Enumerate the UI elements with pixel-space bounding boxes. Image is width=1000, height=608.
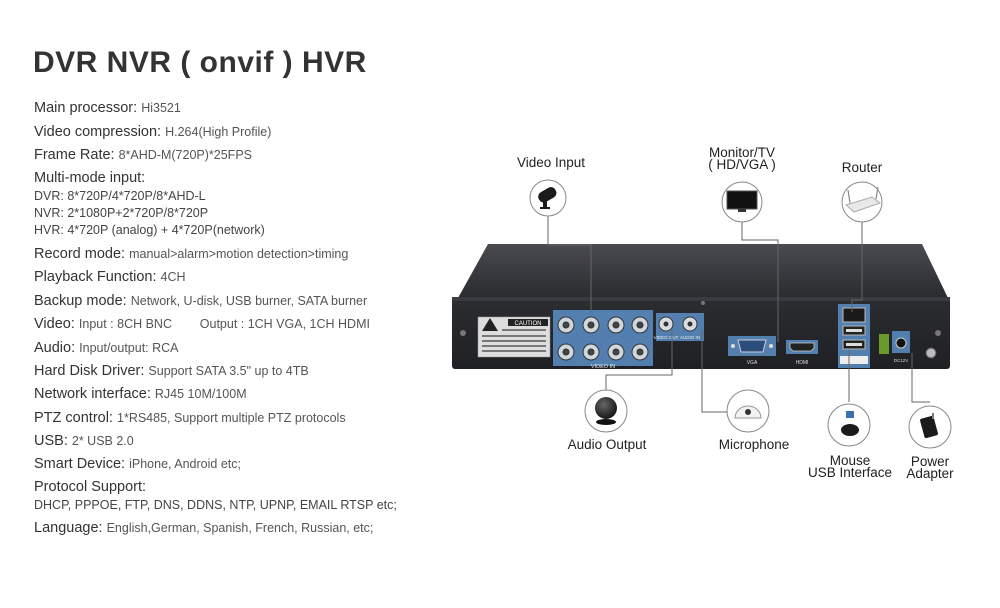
- spec-network: Network interface: RJ45 10M/100M: [34, 386, 247, 402]
- monitor-label: Monitor/TV: [708, 145, 776, 160]
- monitor-sub-label: ( HD/VGA ): [708, 157, 776, 172]
- power-terminal: DC12V: [879, 331, 937, 363]
- router-label: Router: [841, 160, 883, 175]
- vga-text: VGA: [747, 360, 758, 366]
- spec-language: Language: English,German, Spanish, Frenc…: [34, 520, 374, 536]
- spec-video-compression: Video compression: H.264(High Profile): [34, 124, 272, 140]
- mouse-label: Mouse: [829, 453, 871, 468]
- spec-frame-rate: Frame Rate: 8*AHD-M(720P)*25FPS: [34, 147, 252, 163]
- spec-ptz: PTZ control: 1*RS485, Support multiple P…: [34, 410, 346, 426]
- caution-text: CAUTION: [515, 321, 542, 327]
- speaker-icon: [584, 389, 628, 433]
- protocol-list: DHCP, PPPOE, FTP, DNS, DDNS, NTP, UPNP, …: [34, 498, 397, 512]
- hdmi-port: HDMI: [786, 340, 818, 366]
- network-usb-ports: [838, 304, 870, 368]
- router-icon: [841, 181, 883, 223]
- video-in-panel: VIDEO IN: [553, 310, 653, 370]
- caution-label: CAUTION: [477, 316, 551, 358]
- hdmi-text: HDMI: [796, 360, 809, 366]
- power-adapter-icon: [908, 405, 952, 449]
- multi-mode-dvr: DVR: 8*720P/4*720P/8*AHD-L: [34, 189, 206, 203]
- mouse-icon: [827, 403, 871, 447]
- video-in-text: VIDEO IN: [591, 364, 615, 370]
- multi-mode-hvr: HVR: 4*720P (analog) + 4*720P(network): [34, 223, 265, 237]
- spec-usb: USB: 2* USB 2.0: [34, 433, 134, 449]
- spec-video: Video: Input : 8CH BNC Output : 1CH VGA,…: [34, 316, 370, 332]
- audio-output-label: Audio Output: [567, 437, 647, 452]
- spec-playback: Playback Function: 4CH: [34, 269, 186, 285]
- rca-panel: VIDEO OUT AUDIO IN: [654, 313, 704, 341]
- spec-audio: Audio: Input/output: RCA: [34, 340, 179, 356]
- camera-icon: [529, 179, 567, 217]
- spec-smart-device: Smart Device: iPhone, Android etc;: [34, 456, 241, 472]
- power-sub-label: Adapter: [906, 466, 954, 481]
- power-label: Power: [910, 454, 950, 469]
- dc12v-text: DC12V: [894, 358, 909, 363]
- audio-in-text: AUDIO IN: [680, 335, 700, 340]
- spec-hdd: Hard Disk Driver: Support SATA 3.5" up t…: [34, 363, 309, 379]
- monitor-icon: [721, 181, 763, 223]
- microphone-icon: [726, 389, 770, 433]
- spec-multi-mode: Multi-mode input:: [34, 170, 146, 186]
- spec-protocol: Protocol Support:: [34, 479, 147, 495]
- page-title: DVR NVR ( onvif ) HVR: [33, 46, 367, 79]
- video-out-text: VIDEO OUT: [654, 335, 679, 340]
- microphone-label: Microphone: [718, 437, 790, 452]
- spec-record-mode: Record mode: manual>alarm>motion detecti…: [34, 246, 349, 262]
- multi-mode-nvr: NVR: 2*1080P+2*720P/8*720P: [34, 206, 209, 220]
- video-input-label: Video Input: [516, 155, 586, 170]
- vga-port: VGA: [728, 336, 776, 366]
- spec-backup-mode: Backup mode: Network, U-disk, USB burner…: [34, 293, 368, 309]
- mouse-sub-label: USB Interface: [807, 465, 893, 480]
- spec-main-processor: Main processor: Hi3521: [34, 100, 181, 116]
